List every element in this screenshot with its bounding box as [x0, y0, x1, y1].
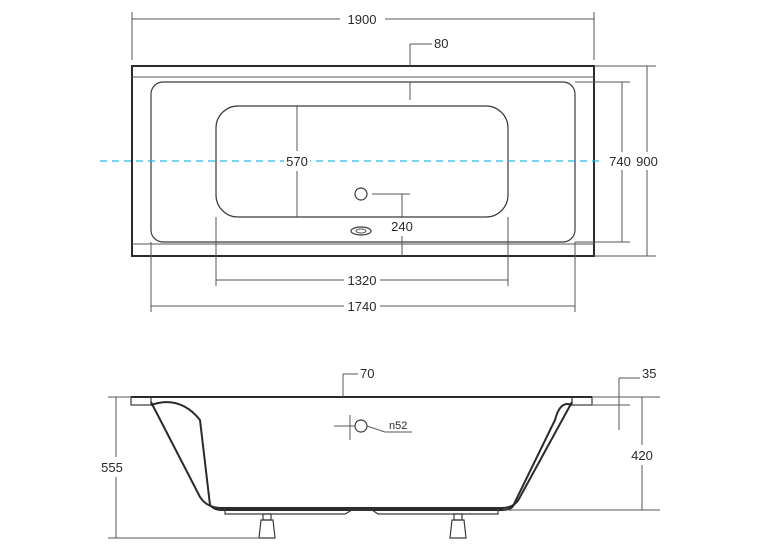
- dim-label-1320: 1320: [348, 273, 377, 288]
- dim-label-n52: n52: [389, 420, 407, 432]
- foot-left: [258, 519, 276, 539]
- dim-label-900: 900: [636, 154, 658, 169]
- dim-rim-thickness: 70: [342, 366, 374, 397]
- top-view: [100, 65, 600, 257]
- dim-label-80: 80: [434, 36, 448, 51]
- rim-lip-right: [571, 396, 593, 406]
- dim-inner-length: 1740: [150, 242, 576, 314]
- dim-drain-offset: 240: [372, 193, 413, 256]
- dim-basin-width: 570: [284, 106, 310, 217]
- dim-label-70: 70: [360, 366, 374, 381]
- dim-label-240: 240: [391, 219, 413, 234]
- rim-lip-left: [130, 396, 152, 406]
- dim-label-555: 555: [101, 460, 123, 475]
- dim-depth: 420: [503, 397, 660, 511]
- dim-label-570: 570: [286, 154, 308, 169]
- drain-inner: [355, 228, 367, 234]
- dim-label-1740: 1740: [348, 299, 377, 314]
- foot-right: [449, 519, 467, 539]
- foot-left-stem: [262, 513, 272, 521]
- dim-overflow-offset: 80: [409, 36, 448, 100]
- tub-base-frame: [224, 508, 499, 515]
- dim-total-width: 900: [594, 65, 658, 257]
- tub-side-shell: [150, 401, 573, 509]
- side-overflow-hole: [354, 419, 368, 433]
- dim-total-height: 555: [101, 396, 260, 539]
- dim-overflow-diameter: n52: [334, 415, 412, 440]
- dim-label-420: 420: [631, 448, 653, 463]
- dim-inner-width: 740: [575, 81, 631, 243]
- foot-right-stem: [453, 513, 463, 521]
- side-view: [130, 396, 593, 539]
- dim-basin-length: 1320: [215, 217, 509, 288]
- drain-opening: [350, 226, 372, 236]
- dim-label-740: 740: [609, 154, 631, 169]
- dim-label-35: 35: [642, 366, 656, 381]
- dim-label-1900: 1900: [348, 12, 377, 27]
- tub-inner-rim: [150, 81, 576, 243]
- dim-ledge-height: 35: [592, 366, 660, 430]
- overflow-hole: [354, 187, 368, 201]
- dim-total-length: 1900: [131, 12, 595, 60]
